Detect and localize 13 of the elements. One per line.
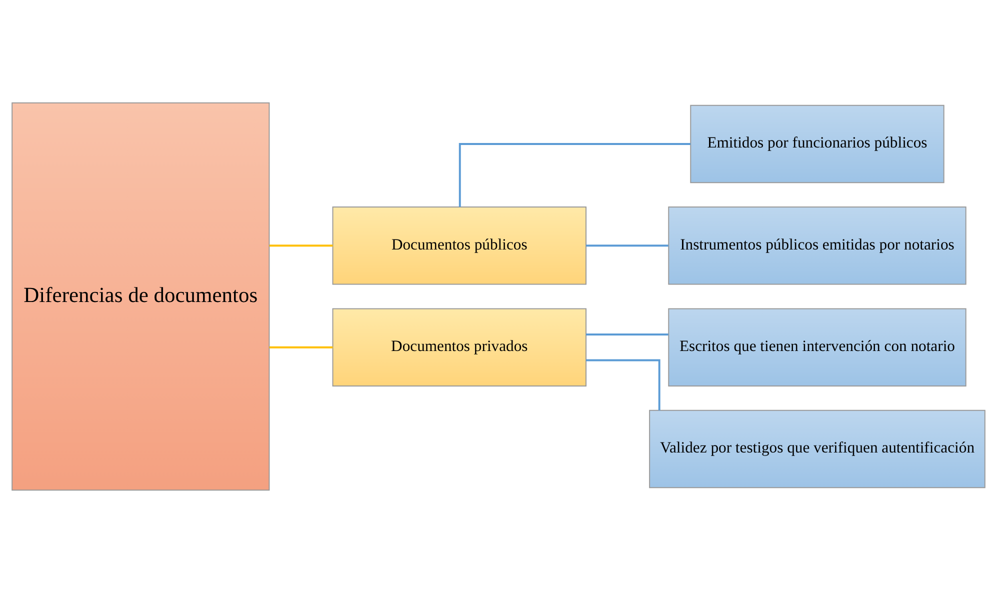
connector [269,346,333,348]
node-box: Escritos que tienen intervención con notario [668,308,966,386]
node-box: Documentos públicos [332,206,586,285]
node-box: Documentos privados [332,308,586,386]
node-box: Instrumentos públicos emitidas por notarios [668,206,966,285]
connector [269,244,333,247]
node-box: Validez por testigos que verifiquen autentificación [649,410,986,488]
connector [586,244,668,247]
connector [586,359,660,410]
node-box: Diferencias de documentos [12,102,270,491]
node-box: Emitidos por funcionarios públicos [690,104,944,184]
connector [458,143,690,207]
connector [586,333,668,336]
